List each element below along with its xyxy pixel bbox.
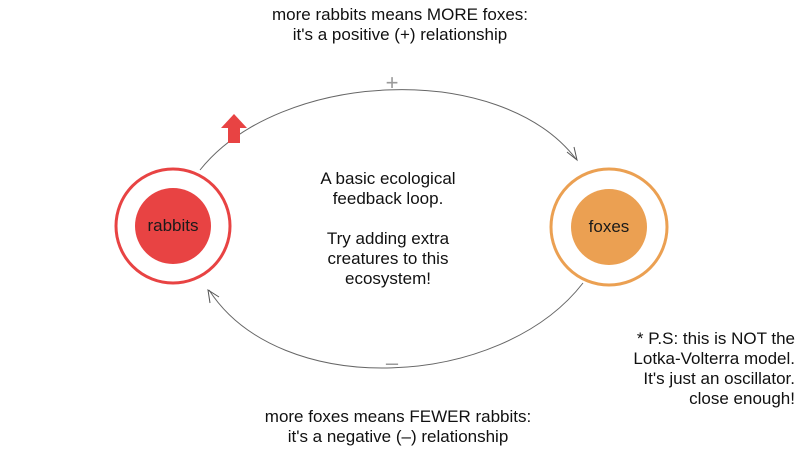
center-line5: ecosystem! [345,269,431,288]
ps-note-line4: close enough! [689,389,795,408]
positive-link-arc [199,89,577,171]
center-spacer [288,209,488,229]
positive-relationship-label: more rabbits means MORE foxes: it's a po… [180,5,620,45]
foxes-node [571,189,647,265]
foxes-label: foxes [588,217,630,236]
negative-relationship-line1: more foxes means FEWER rabbits: [264,407,532,426]
center-line3: Try adding extra [326,229,450,248]
negative-link-arc [208,282,584,369]
center-line2: feedback loop. [332,189,444,208]
ps-note-line3: It's just an oscillator. [643,369,795,388]
center-description: A basic ecological feedback loop. Try ad… [288,169,488,289]
rabbits-node [135,188,211,264]
rabbits-label: rabbits [147,216,199,235]
center-line4: creatures to this [327,249,449,268]
negative-relationship-line2: it's a negative (–) relationship [287,427,509,446]
positive-relationship-line1: more rabbits means MORE foxes: [271,5,529,24]
negative-link-arrowhead [207,288,220,304]
positive-link-arrowhead [566,146,578,162]
ps-note-line1: * P.S: this is NOT the [636,329,795,348]
negative-sign: – [385,350,399,375]
positive-relationship-line2: it's a positive (+) relationship [292,25,508,44]
up-arrow-icon [221,114,247,143]
center-line1: A basic ecological [320,169,456,188]
negative-relationship-label: more foxes means FEWER rabbits: it's a n… [178,407,618,447]
positive-sign: + [385,70,399,95]
ps-note-line2: Lotka-Volterra model. [633,349,795,368]
rabbits-node-ring [114,167,232,285]
foxes-node-ring [549,167,669,287]
ps-note: * P.S: this is NOT the Lotka-Volterra mo… [580,329,795,409]
